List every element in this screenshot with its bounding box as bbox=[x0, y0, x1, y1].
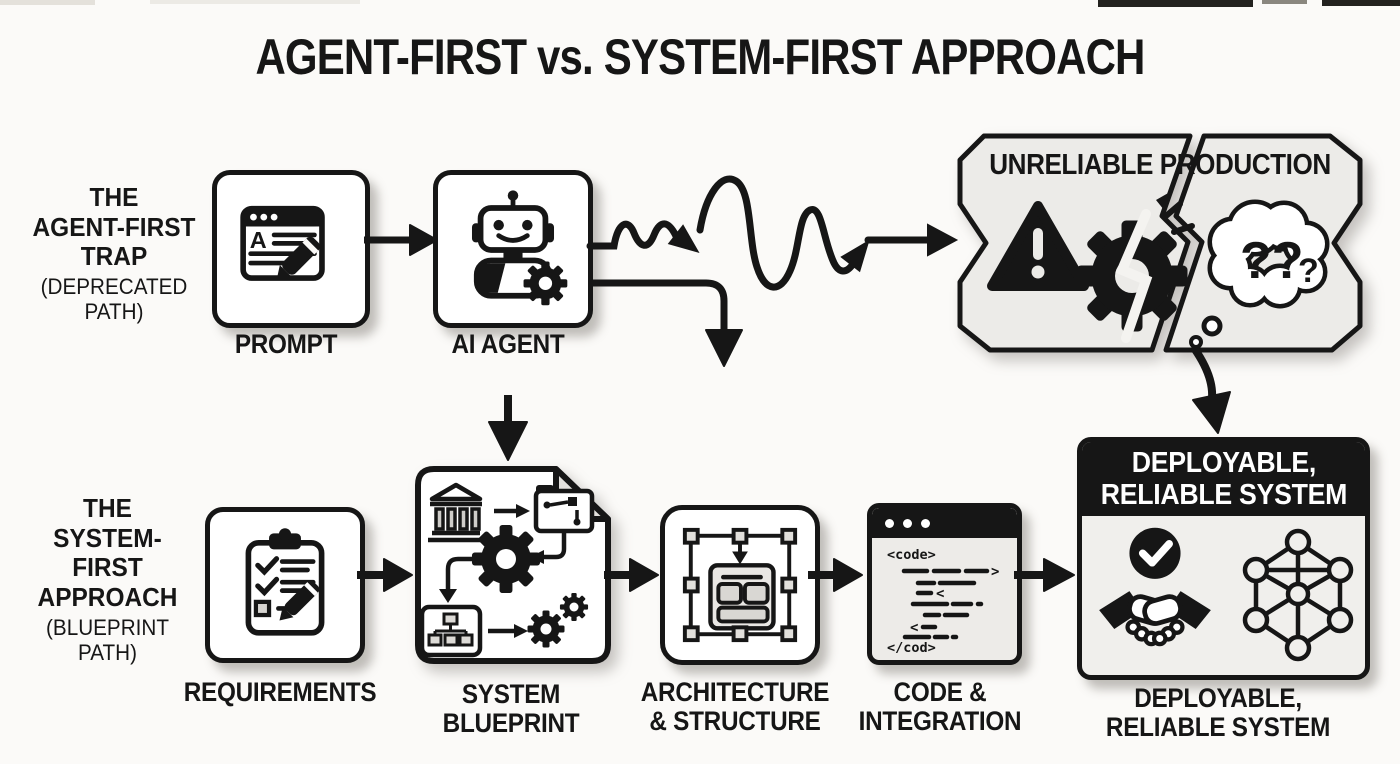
system-blueprint-node bbox=[410, 463, 614, 667]
code-close-tag: </cod> bbox=[887, 640, 936, 655]
window-dot-icon bbox=[903, 518, 912, 528]
system-first-approach-subtitle: (BLUEPRINT PATH) bbox=[46, 614, 169, 665]
document-pencil-icon: A bbox=[240, 205, 325, 281]
top-edge-artifact bbox=[0, 0, 95, 5]
agent-first-trap-title: THE AGENT-FIRST TRAP bbox=[32, 182, 196, 272]
window-dot-icon bbox=[885, 518, 894, 528]
top-edge-artifact bbox=[1098, 0, 1253, 7]
code-window-icon: <code> > < < </cod> bbox=[887, 547, 999, 655]
handshake-check-icon bbox=[1098, 527, 1211, 647]
svg-text:>: > bbox=[991, 564, 999, 580]
system-first-approach-label: THE SYSTEM- FIRST APPROACH (BLUEPRINT PA… bbox=[21, 493, 195, 665]
architecture-caption: ARCHITECTURE & STRUCTURE bbox=[640, 677, 830, 737]
agent-first-trap-label: THE AGENT-FIRST TRAP (DEPRECATED PATH) bbox=[24, 182, 204, 325]
requirements-node bbox=[205, 507, 365, 663]
arrow-down-to-blueprint bbox=[488, 395, 528, 461]
deployable-header-text: DEPLOYABLE, RELIABLE SYSTEM bbox=[1100, 446, 1347, 511]
top-edge-artifact bbox=[150, 0, 360, 4]
org-chart-icon bbox=[419, 604, 483, 658]
arrow-requirements-to-blueprint bbox=[357, 558, 413, 592]
code-window-titlebar bbox=[872, 508, 1017, 538]
svg-text:<: < bbox=[910, 620, 918, 636]
code-node: <code> > < < </cod> bbox=[867, 503, 1022, 665]
folder-circuit-icon bbox=[533, 485, 595, 534]
question-cloud-icon: ?? ? bbox=[1189, 199, 1330, 349]
wireframe-structure-icon bbox=[682, 527, 798, 643]
page-title: AGENT-FIRST vs. SYSTEM-FIRST APPROACH bbox=[255, 29, 1145, 85]
agent-first-trap-subtitle: (DEPRECATED PATH) bbox=[40, 273, 188, 325]
robot-gear-icon bbox=[471, 190, 568, 306]
arrow-code-to-deployable bbox=[1014, 558, 1075, 592]
bank-icon bbox=[428, 482, 484, 543]
broken-gear-icon bbox=[1076, 192, 1195, 343]
unreliable-production-shape: ?? ? bbox=[957, 133, 1363, 353]
deployable-caption: DEPLOYABLE, RELIABLE SYSTEM bbox=[1105, 683, 1331, 743]
svg-text:??: ?? bbox=[1240, 232, 1304, 290]
arrow-agent-drop-down bbox=[590, 279, 743, 367]
network-graph-icon bbox=[1242, 528, 1353, 662]
blueprint-document-icon bbox=[415, 466, 611, 664]
squiggle-arrow-agent-to-unreliable bbox=[586, 175, 959, 291]
requirements-caption: REQUIREMENTS bbox=[183, 677, 377, 707]
deployable-node: DEPLOYABLE, RELIABLE SYSTEM bbox=[1077, 437, 1370, 680]
prompt-node: A bbox=[212, 170, 370, 328]
code-caption: CODE & INTEGRATION bbox=[858, 677, 1022, 737]
svg-text:?: ? bbox=[1298, 252, 1319, 290]
prompt-caption: PROMPT bbox=[234, 329, 338, 359]
deployable-header: DEPLOYABLE, RELIABLE SYSTEM bbox=[1082, 442, 1365, 516]
ai-agent-caption: AI AGENT bbox=[451, 329, 565, 359]
unreliable-production-title: UNRELIABLE PRODUCTION bbox=[989, 149, 1331, 181]
svg-text:<: < bbox=[936, 586, 944, 602]
arrow-prompt-to-agent bbox=[364, 224, 438, 256]
blueprint-caption: SYSTEM BLUEPRINT bbox=[442, 679, 580, 739]
system-first-approach-title: THE SYSTEM- FIRST APPROACH bbox=[37, 493, 178, 612]
svg-text:A: A bbox=[250, 227, 267, 253]
window-dot-icon bbox=[921, 518, 930, 528]
top-edge-artifact bbox=[1262, 0, 1307, 4]
top-edge-artifact bbox=[1322, 0, 1400, 6]
ai-agent-node bbox=[433, 170, 593, 328]
clipboard-checklist-icon bbox=[245, 528, 325, 636]
code-open-tag: <code> bbox=[887, 547, 936, 563]
architecture-node bbox=[660, 505, 820, 665]
unreliable-production-node: ?? ? bbox=[950, 130, 1370, 356]
warning-triangle-icon bbox=[987, 201, 1089, 291]
arrow-unreliable-to-deployable bbox=[1190, 345, 1231, 434]
